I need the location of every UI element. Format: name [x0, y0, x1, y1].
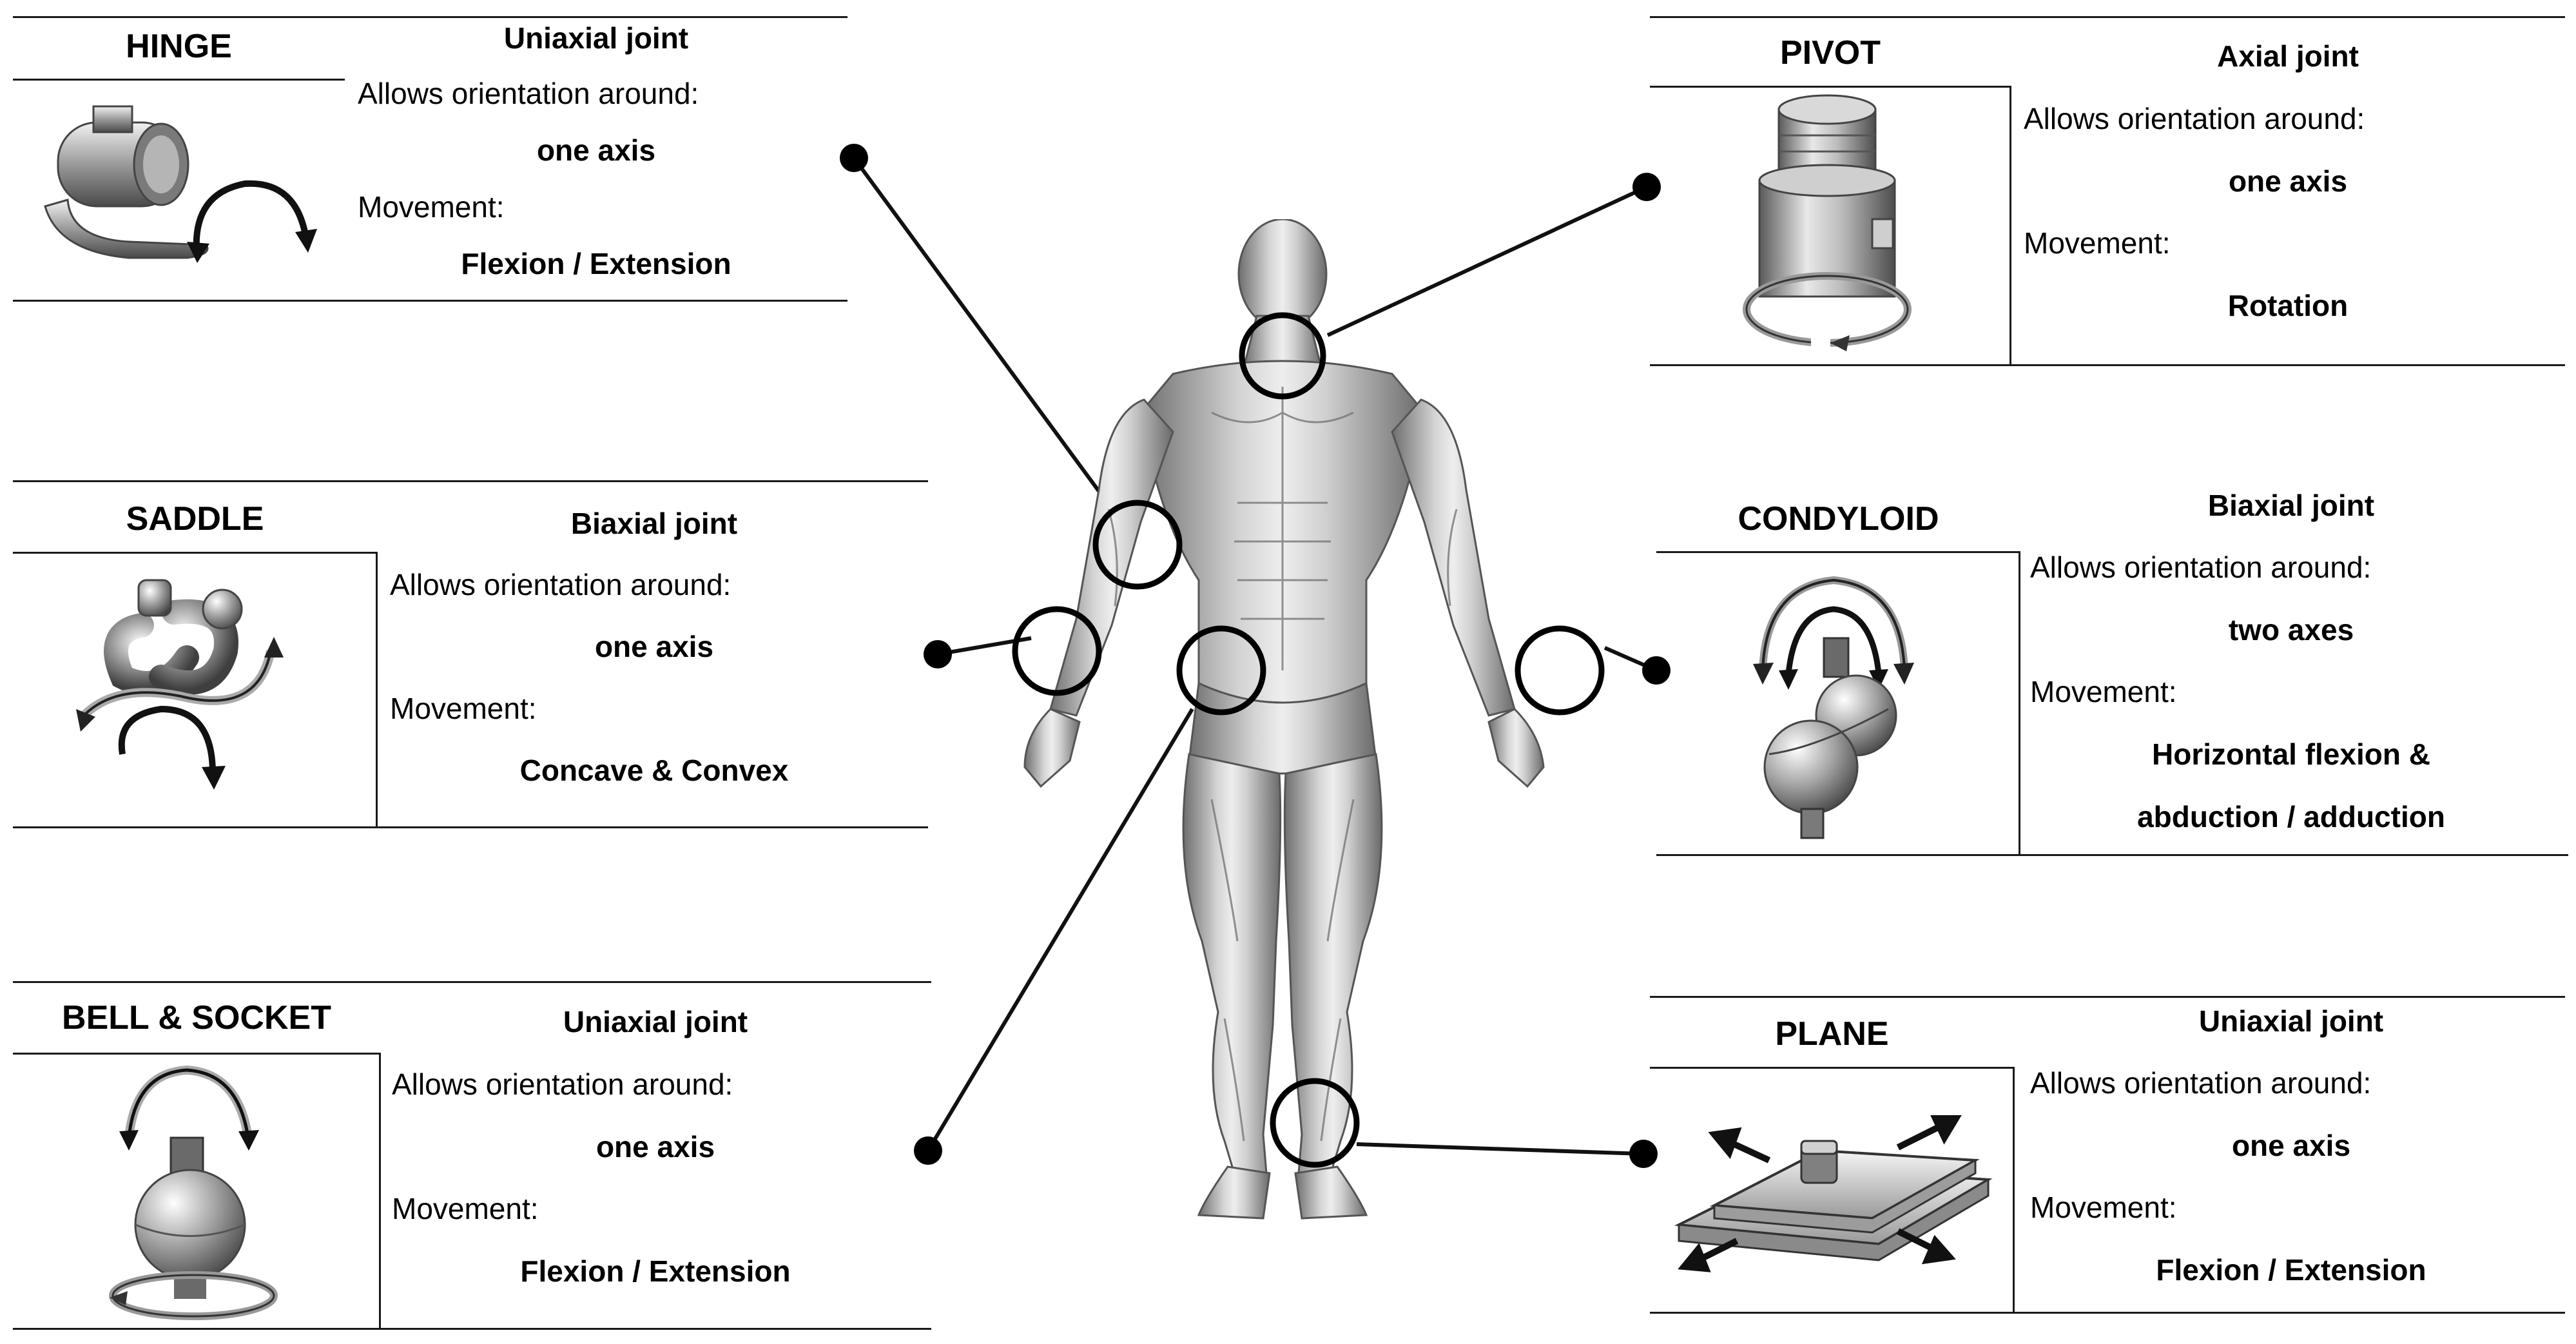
- movement-value: Flexion / Extension: [2156, 1253, 2426, 1287]
- orientation-label: Allows orientation around:: [390, 568, 731, 601]
- movement-label: Movement:: [392, 1192, 539, 1225]
- axes-value: one axis: [536, 133, 656, 167]
- ball-socket-joint-icon: [109, 1065, 278, 1320]
- connector-pivot: [1326, 185, 1648, 337]
- panel-title: SADDLE: [126, 500, 264, 538]
- connector-plane: [1356, 1142, 1644, 1156]
- orientation-label: Allows orientation around:: [392, 1067, 733, 1101]
- joint-type: Uniaxial joint: [563, 1005, 748, 1038]
- hinge-joint-icon: [44, 105, 317, 263]
- highlight-wrist-right: [1515, 625, 1605, 716]
- panel-title: BELL & SOCKET: [62, 999, 331, 1037]
- movement-value: Rotation: [2227, 289, 2348, 322]
- dot-pivot: [1632, 173, 1661, 201]
- panel-title: CONDYLOID: [1738, 500, 1939, 538]
- movement-label: Movement:: [2030, 1191, 2177, 1224]
- orientation-label: Allows orientation around:: [2030, 550, 2372, 584]
- joint-type: Uniaxial joint: [503, 21, 689, 55]
- joint-type: Uniaxial joint: [2198, 1004, 2384, 1038]
- axes-value: one axis: [2228, 164, 2348, 198]
- panel-title: HINGE: [126, 28, 232, 65]
- highlight-wrist-left: [1012, 606, 1102, 696]
- plane-joint-icon: [1674, 1115, 1993, 1272]
- pivot-joint-icon: [1743, 94, 1912, 351]
- movement-value: Concave & Convex: [519, 754, 789, 787]
- dot-hinge: [840, 144, 868, 172]
- movement-value-line-1: Horizontal flexion &: [2152, 737, 2430, 771]
- orientation-label: Allows orientation around:: [358, 77, 699, 110]
- movement-label: Movement:: [390, 692, 537, 725]
- movement-value: Flexion / Extension: [520, 1254, 791, 1288]
- highlight-elbow: [1092, 500, 1183, 590]
- movement-label: Movement:: [358, 190, 505, 224]
- movement-label: Movement:: [2030, 675, 2177, 708]
- orientation-label: Allows orientation around:: [2030, 1066, 2372, 1100]
- dot-plane: [1629, 1140, 1658, 1168]
- movement-value-line-2: abduction / adduction: [2137, 800, 2445, 833]
- movement-label: Movement:: [2024, 226, 2171, 260]
- joint-type: Biaxial joint: [2207, 489, 2375, 522]
- joint-type: Biaxial joint: [570, 507, 738, 540]
- dot-bell-socket: [914, 1136, 942, 1165]
- dot-condyloid: [1642, 656, 1671, 685]
- highlight-ankle: [1270, 1078, 1360, 1168]
- human-muscle-figure: [1023, 219, 1545, 1220]
- highlight-neck: [1239, 312, 1326, 400]
- joint-type: Axial joint: [2217, 39, 2359, 73]
- connector-bell-socket: [926, 708, 1194, 1152]
- condyloid-joint-icon: [1753, 576, 1914, 839]
- saddle-joint-icon: [76, 579, 284, 790]
- panel-title: PIVOT: [1779, 34, 1881, 72]
- orientation-label: Allows orientation around:: [2024, 102, 2365, 135]
- axes-value: two axes: [2228, 613, 2354, 647]
- axes-value: one axis: [594, 630, 714, 663]
- highlight-hip: [1176, 625, 1266, 716]
- dot-saddle: [924, 640, 952, 668]
- movement-value: Flexion / Extension: [461, 247, 731, 280]
- connector-hinge: [852, 157, 1133, 536]
- axes-value: one axis: [596, 1130, 715, 1164]
- axes-value: one axis: [2231, 1129, 2351, 1162]
- panel-title: PLANE: [1775, 1015, 1889, 1053]
